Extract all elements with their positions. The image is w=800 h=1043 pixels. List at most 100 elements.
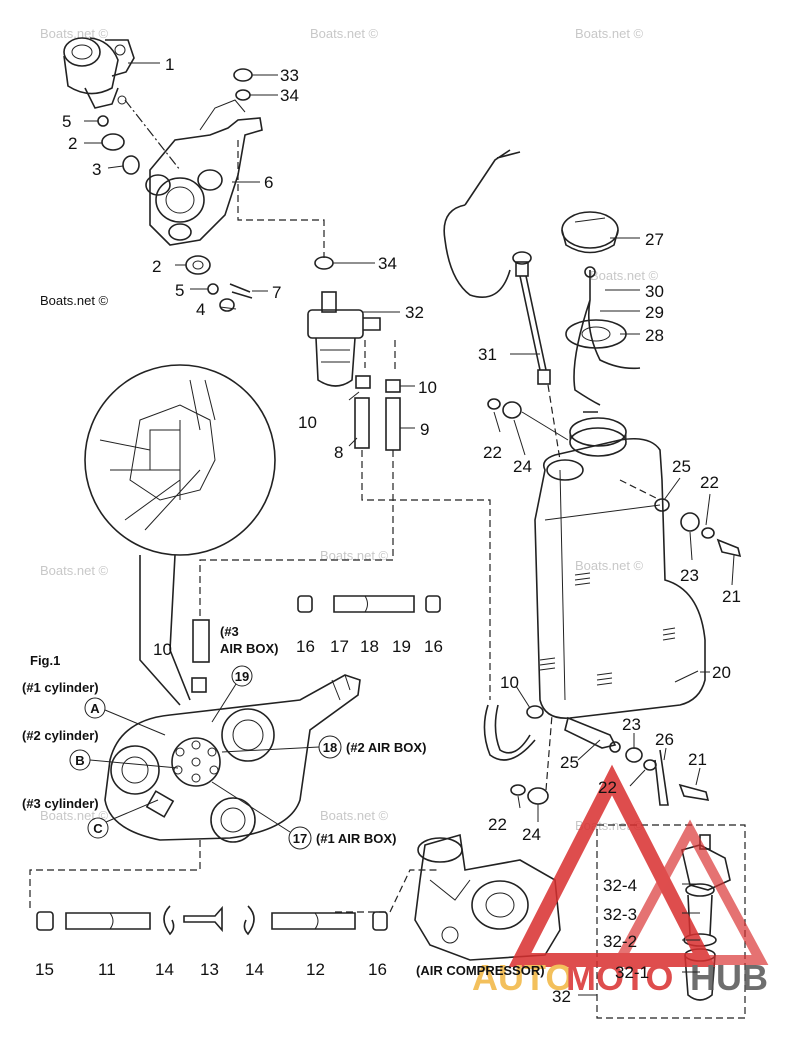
watermark-4: Boats.net © [590,268,659,283]
label-cyl3: (#3 cylinder) [22,796,99,811]
callout-29: 29 [645,303,664,322]
logo-hub: HUB [690,957,768,998]
hose-to-airbox-3 [192,619,210,663]
watermark-11: Boats.net © [40,293,109,308]
callout-7: 7 [272,283,281,302]
detail-magnifier [84,364,276,706]
callout-34b: 34 [378,254,397,273]
callout-5b: 5 [175,281,184,300]
callout-33: 33 [280,66,299,85]
callout-8: 8 [334,443,343,462]
label-airbox2: (#2 AIR BOX) [346,740,426,755]
callout-11: 11 [98,960,116,979]
fig1-title: Fig.1 [30,653,60,668]
airbox-hose-row [191,595,441,693]
callout-13: 13 [200,960,219,979]
label-airbox3-b: AIR BOX) [220,641,279,656]
callout-25a: 25 [672,457,691,476]
callout-31: 31 [478,345,497,364]
logo-auto: AUTO [472,957,573,998]
callout-1: 1 [165,55,174,74]
tank-cap-part-27 [561,211,619,254]
callout-numbers: 1 5 2 3 6 2 5 4 7 33 34 34 32 10 10 8 9 … [35,55,741,1006]
watermark-7: Boats.net © [575,558,644,573]
callout-22c: 22 [598,778,617,797]
watermark-9: Boats.net © [320,808,389,823]
callout-leaders [84,62,735,996]
callout-19: 19 [392,637,411,656]
marker-17: 17 [293,831,307,846]
marker-c: C [93,821,103,836]
grommets-washers-left [97,68,334,312]
callout-12: 12 [306,960,325,979]
callout-2b: 2 [152,257,161,276]
automotohub-logo: AUTO MOTO HUB [472,764,769,998]
callout-32b: 32 [552,987,571,1006]
callout-25b: 25 [560,753,579,772]
watermark-1: Boats.net © [40,26,109,41]
hose-8 [354,397,370,449]
callout-27: 27 [645,230,664,249]
watermark-8: Boats.net © [40,808,109,823]
air-compressor [414,833,561,961]
logo-moto: MOTO [566,957,673,998]
callout-16a: 16 [296,637,315,656]
figure-text-labels: Fig.1 (#1 cylinder) (#2 cylinder) (#3 cy… [22,624,545,978]
callout-18: 18 [360,637,379,656]
clip-10b [385,379,401,393]
watermark-6: Boats.net © [40,563,109,578]
callout-32-1: 32-1 [615,963,649,982]
callout-15: 15 [35,960,54,979]
callout-24a: 24 [513,457,532,476]
route-line-8 [361,450,491,700]
sensor-wire [573,270,641,413]
callout-9: 9 [420,420,429,439]
callout-22d: 22 [488,815,507,834]
callout-21a: 21 [722,587,741,606]
callout-10b: 10 [418,378,437,397]
callout-20: 20 [712,663,731,682]
pump-motor-part-1 [63,37,135,109]
route-line-9 [199,450,394,620]
sensor-ring-part-28 [565,319,627,349]
callout-32-4: 32-4 [603,876,637,895]
callout-17: 17 [330,637,349,656]
axis-line-1 [124,99,181,171]
callout-23a: 23 [680,566,699,585]
callout-2a: 2 [68,134,77,153]
watermark-2: Boats.net © [310,26,379,41]
callout-34a: 34 [280,86,299,105]
callout-16c: 16 [368,960,387,979]
marker-18: 18 [323,740,337,755]
label-airbox3-a: (#3 [220,624,239,639]
watermark-3: Boats.net © [575,26,644,41]
callout-16b: 16 [424,637,443,656]
marker-a: A [90,701,100,716]
label-cyl1: (#1 cylinder) [22,680,99,695]
label-cyl2: (#2 cylinder) [22,728,99,743]
label-air-compressor: (AIR COMPRESSOR) [416,963,545,978]
watermark-group: Boats.net © Boats.net © Boats.net © Boat… [40,26,659,833]
callout-4: 4 [196,300,205,319]
hose-9 [385,397,401,451]
callout-6: 6 [264,173,273,192]
callout-28: 28 [645,326,664,345]
fuel-filter-part-32 [307,291,381,387]
callout-32-2: 32-2 [603,932,637,951]
callout-14a: 14 [155,960,174,979]
grommet-30 [584,266,596,278]
callout-10a: 10 [298,413,317,432]
callout-32-3: 32-3 [603,905,637,924]
callout-5a: 5 [62,112,71,131]
marker-b: B [75,753,84,768]
clip-10a [355,375,371,389]
filter-detail-box [596,824,746,1019]
callout-10d: 10 [500,673,519,692]
callout-3: 3 [92,160,101,179]
callout-26: 26 [655,730,674,749]
dipstick-part-31 [512,251,561,461]
tank-wire [443,149,521,298]
compressor-line-row [29,840,440,936]
fig1-markers: A B C 19 18 17 [69,665,342,850]
